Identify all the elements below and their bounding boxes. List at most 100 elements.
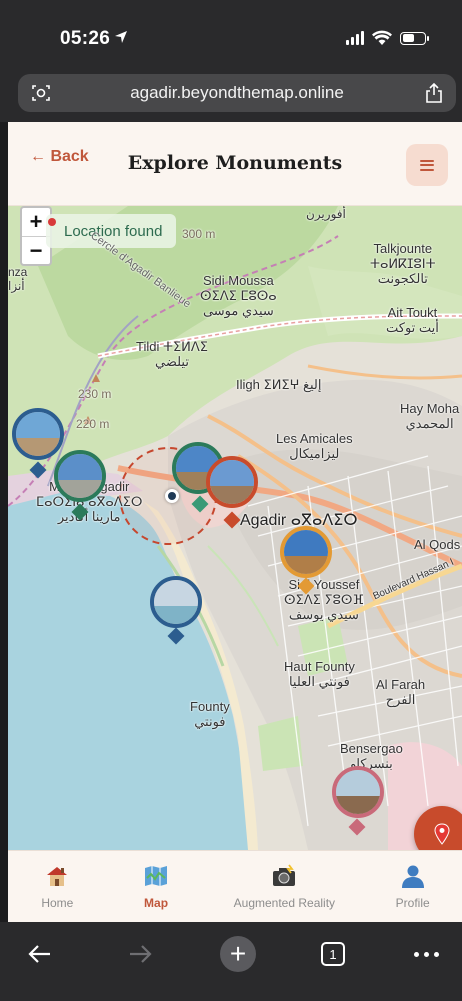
map-label-talkjounte-ar: تالكجونت — [377, 270, 428, 286]
monument-marker[interactable] — [332, 766, 384, 818]
map-label-talkjounte-lat: Talkjounte — [373, 241, 433, 256]
map-label-tildi-lat: Tildi — [136, 339, 160, 354]
zoom-in-button[interactable]: + — [29, 209, 43, 234]
browser-forward-button[interactable] — [120, 934, 160, 974]
monument-marker[interactable] — [206, 456, 258, 508]
nav-augmented-reality[interactable]: Augmented Reality — [205, 851, 363, 922]
menu-button[interactable] — [406, 144, 448, 186]
map-label-sidi-moussa-ar: سيدي موسى — [202, 302, 274, 318]
map-label-les-amicales-ar: ليزاميكال — [289, 445, 340, 461]
map-label-talkjounte-tif: ⵜⴰⵍⴽⵊⵓⵏⵜ — [370, 255, 436, 271]
map-label-talkjounte: Talkjounte ⵜⴰⵍⴽⵊⵓⵏⵜ تالكجونت — [370, 241, 436, 287]
tab-count-badge: 1 — [321, 942, 345, 966]
map-label-haut-founty-ar: فونتي العليا — [288, 673, 350, 689]
status-indicators — [346, 30, 429, 46]
map-icon — [145, 865, 168, 886]
map-label-sidi-youssef-ar: سيدي يوسف — [288, 606, 359, 622]
browser-back-button[interactable] — [20, 934, 60, 974]
map-label-sidi-youssef-lat: Sidi Youssef — [288, 577, 360, 592]
map-label-ait-toukt-ar: أيت توكت — [386, 319, 439, 335]
monument-marker[interactable] — [54, 450, 106, 502]
bottom-nav: Home Map Augmented Reality Profile — [8, 850, 462, 922]
map-label-tildi-tif: ⵜⵉⵍⴷⵉ — [162, 339, 209, 354]
nav-map[interactable]: Map — [107, 851, 206, 922]
nav-profile-label: Profile — [395, 895, 430, 910]
map-label-al-farah-lat: Al Farah — [376, 677, 426, 692]
more-dots-icon — [413, 951, 439, 957]
monument-marker[interactable] — [12, 408, 64, 460]
map-label-al-qods: Al Qods — [414, 537, 461, 552]
battery-icon — [400, 31, 429, 45]
map-label-elevation-300: 300 m — [182, 227, 216, 241]
location-found-text: Location found — [64, 222, 163, 240]
map-label-agadir-lat: Agadir — [240, 512, 287, 529]
map-view[interactable]: + − Location found أفوريرن 300 m Talkjou… — [8, 206, 462, 850]
map-label-founty-ar: فونتي — [194, 713, 226, 729]
map-label-iligh-tif: ⵉⵍⵉⵖ — [263, 377, 300, 392]
location-arrow-icon — [115, 31, 128, 43]
map-label-marina-ar: مارينا أكادير — [57, 508, 121, 524]
more-button[interactable] — [406, 934, 446, 974]
map-label-hay-mohammadi: Hay Moha المحمدي — [400, 401, 460, 432]
map-label-ait-toukt: Ait Toukt أيت توكت — [386, 305, 439, 336]
cellular-signal-icon — [346, 31, 364, 45]
map-label-hay-mohammadi-lat: Hay Moha — [400, 401, 460, 416]
monument-marker[interactable] — [280, 526, 332, 578]
zoom-out-button[interactable]: − — [22, 236, 50, 264]
status-time-text: 05:26 — [60, 28, 111, 49]
map-label-aza-lat: nza — [8, 265, 28, 279]
status-time: 05:26 — [60, 28, 128, 50]
user-location-dot — [165, 489, 179, 503]
new-tab-button[interactable]: + — [218, 934, 258, 974]
map-label-agadir-tif: ⴰⴳⴰⴷⵉⵔ — [290, 512, 358, 529]
map-label-les-amicales-lat: Les Amicales — [276, 431, 353, 446]
page-title: Explore Monuments — [127, 152, 343, 174]
map-label-founty: Founty فونتي — [190, 699, 230, 730]
plus-icon: + — [220, 936, 256, 972]
map-label-hay-mohammadi-ar: المحمدي — [405, 415, 454, 431]
map-label-sidi-moussa-tif: ⵙⵉⴷⵉ ⵎⵓⵙⴰ — [200, 287, 277, 303]
location-pin-icon — [48, 218, 56, 226]
monument-marker[interactable] — [150, 576, 202, 628]
map-label-elevation-230: 230 m — [78, 387, 112, 401]
tabs-button[interactable]: 1 — [313, 934, 353, 974]
url-bar[interactable]: agadir.beyondthemap.online — [18, 74, 456, 112]
map-label-founty-lat: Founty — [190, 699, 230, 714]
nav-map-label: Map — [144, 895, 169, 910]
map-label-agadir: Agadir ⴰⴳⴰⴷⵉⵔ — [240, 512, 358, 530]
map-label-les-amicales: Les Amicales ليزاميكال — [276, 431, 353, 462]
back-button[interactable]: ← Back — [30, 148, 89, 165]
map-label-elevation-220: 220 m — [76, 417, 110, 431]
map-label-tildi-ar: تيلضي — [155, 353, 189, 369]
status-bar: 05:26 — [0, 0, 462, 72]
browser-url-area: agadir.beyondthemap.online — [0, 72, 462, 122]
nav-home[interactable]: Home — [8, 851, 107, 922]
browser-toolbar: + 1 — [0, 922, 462, 1001]
map-label-haut-founty-lat: Haut Founty — [284, 659, 355, 674]
wifi-icon — [372, 30, 392, 45]
map-label-haut-founty: Haut Founty فونتي العليا — [284, 659, 355, 690]
map-label-afourarn: أفوريرن — [306, 207, 346, 221]
map-label-iligh-ar: إليغ — [303, 377, 322, 392]
map-label-bensergao-lat: Bensergao — [340, 741, 403, 756]
map-pin-icon — [434, 823, 450, 845]
map-label-aza-ar: أنزا — [8, 278, 25, 293]
map-label-sidi-moussa-lat: Sidi Moussa — [202, 273, 274, 288]
hamburger-icon — [420, 159, 434, 171]
house-icon — [47, 866, 68, 886]
app-header: ← Back Explore Monuments — [8, 122, 462, 206]
location-found-toast: Location found — [46, 214, 177, 248]
url-text[interactable]: agadir.beyondthemap.online — [130, 83, 344, 102]
add-location-button[interactable] — [414, 806, 462, 850]
map-label-al-farah: Al Farah الفرح — [376, 677, 426, 708]
map-label-iligh-lat: Iligh — [236, 377, 260, 392]
map-label-iligh: Iligh ⵉⵍⵉⵖ إليغ — [236, 377, 322, 393]
map-label-al-farah-ar: الفرح — [385, 691, 416, 707]
map-label-sidi-youssef: Sidi Youssef ⵙⵉⴷⵉ ⵢⵓⵙⴼ سيدي يوسف — [284, 577, 364, 623]
nav-home-label: Home — [41, 895, 74, 910]
nav-ar-label: Augmented Reality — [233, 895, 336, 910]
share-icon[interactable] — [424, 82, 444, 104]
map-label-sidi-moussa: Sidi Moussa ⵙⵉⴷⵉ ⵎⵓⵙⴰ سيدي موسى — [200, 273, 277, 319]
site-settings-icon[interactable] — [32, 84, 50, 102]
nav-profile[interactable]: Profile — [363, 851, 462, 922]
